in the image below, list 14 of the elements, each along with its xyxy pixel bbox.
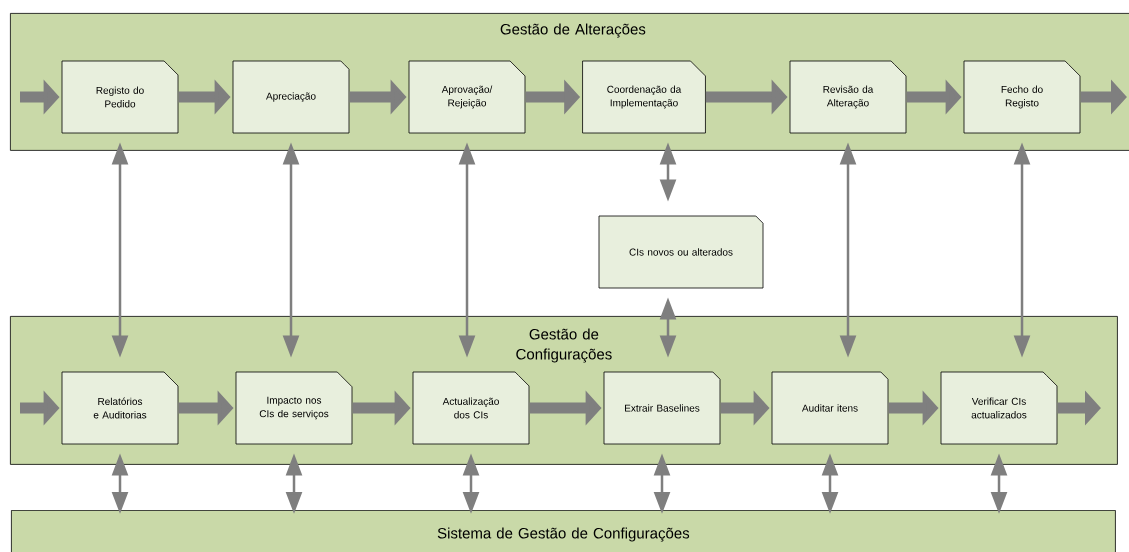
process-box: Revisão da Alteração bbox=[789, 60, 907, 134]
process-box: Coordenação da Implementação bbox=[582, 60, 706, 134]
band-box: Sistema de Gestão de Configurações bbox=[11, 510, 1116, 552]
process-box: Verificar CIs actualizados bbox=[940, 371, 1058, 445]
process-box: Relatórios e Auditorias bbox=[61, 371, 179, 445]
process-box: Actualização dos CIs bbox=[412, 371, 530, 445]
process-box: Registo do Pedido bbox=[61, 60, 179, 134]
process-box: Auditar itens bbox=[771, 371, 889, 445]
process-box: Fecho do Registo bbox=[963, 60, 1081, 134]
process-box: Apreciação bbox=[232, 60, 350, 134]
process-box: CIs novos ou alterados bbox=[598, 215, 764, 289]
process-box: Impacto nos CIs de serviços bbox=[235, 371, 353, 445]
process-box: Aprovação/ Rejeição bbox=[408, 60, 526, 134]
process-box: Extrair Baselines bbox=[603, 371, 721, 445]
